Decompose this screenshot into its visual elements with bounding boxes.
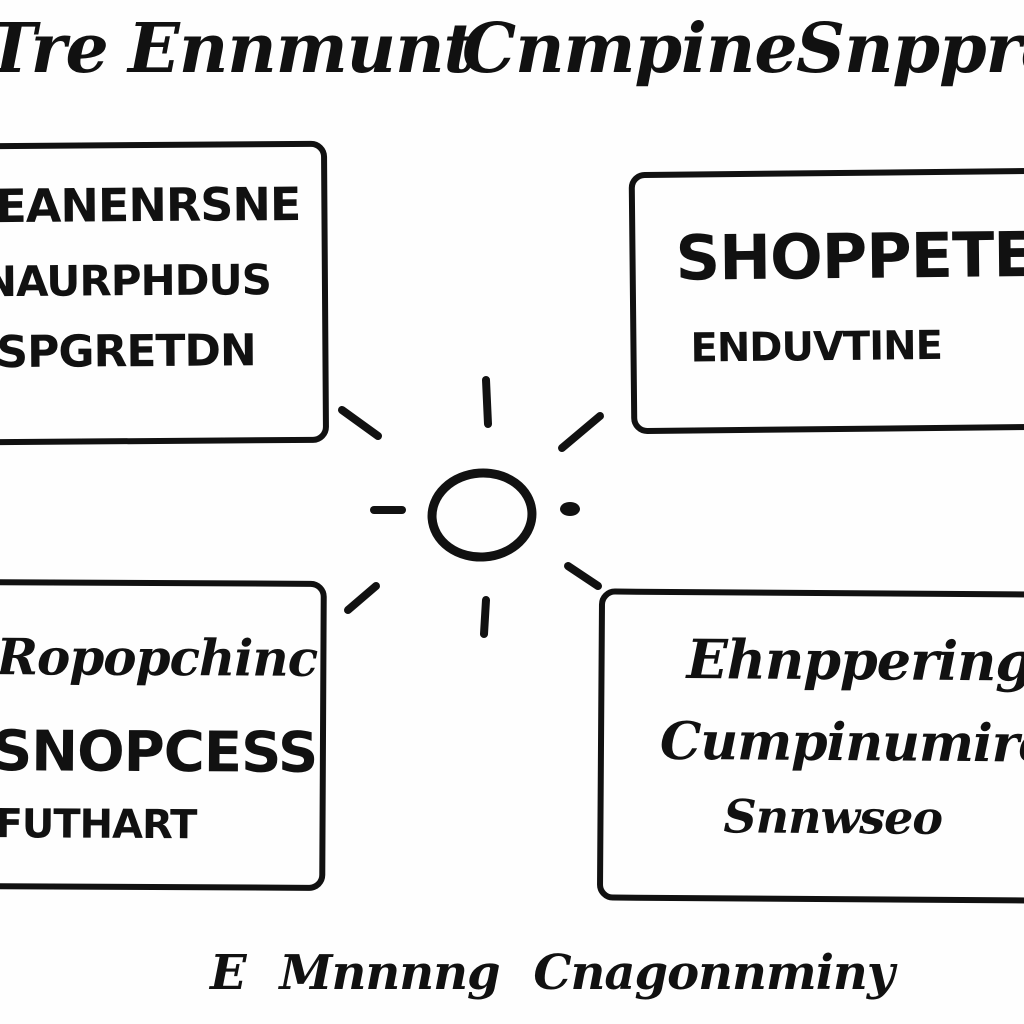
box-text-line: Cumpinumire	[659, 710, 1024, 775]
box-text-line: SPGRETDN	[0, 325, 256, 379]
box-top-right: SHOPPETE ENDUVTINE	[628, 167, 1024, 435]
diagram-title: Tre Ennmunt Cnmpine Snppre	[0, 0, 1024, 110]
box-text-line: FUTHART	[0, 801, 197, 849]
sun-ray	[482, 376, 492, 428]
title-word: Ennmunt	[128, 9, 475, 89]
box-top-left: EANENRSNE NAURPHDUS SPGRETDN	[0, 140, 330, 446]
sun-ray	[344, 582, 380, 614]
title-word: Snppre	[796, 9, 1024, 89]
sun-ray	[558, 412, 604, 452]
box-text-line: ENDUVTINE	[690, 322, 943, 372]
sun-ray	[560, 502, 580, 516]
box-text-line: Snnwseo	[723, 789, 943, 845]
box-text-line: SNOPCESS	[0, 719, 318, 786]
footer-caption: E Mnnnng Cnagonnminy	[210, 938, 895, 1018]
footer-word: Cnagonnminy	[533, 945, 894, 1001]
sun-ray	[338, 406, 382, 440]
sun-icon	[338, 376, 604, 638]
sun-ray	[564, 562, 602, 590]
sun-core	[427, 468, 537, 562]
box-text-line: Ehnppering	[686, 627, 1024, 694]
box-text-line: SHOPPETE	[675, 217, 1024, 295]
box-bottom-right: Ehnppering Cumpinumire Snnwseo	[596, 588, 1024, 904]
box-bottom-left: Ropopchinc SNOPCESS FUTHART	[0, 579, 327, 891]
title-word: Cnmpine	[462, 9, 798, 89]
sun-ray	[480, 596, 490, 638]
box-text-line: NAURPHDUS	[0, 255, 272, 307]
footer-word: Mnnnng	[279, 945, 500, 1001]
box-text-line: Ropopchinc	[0, 627, 318, 688]
box-text-line: EANENRSNE	[0, 176, 301, 234]
footer-word: E	[210, 945, 247, 1001]
title-word: Tre	[0, 9, 109, 89]
